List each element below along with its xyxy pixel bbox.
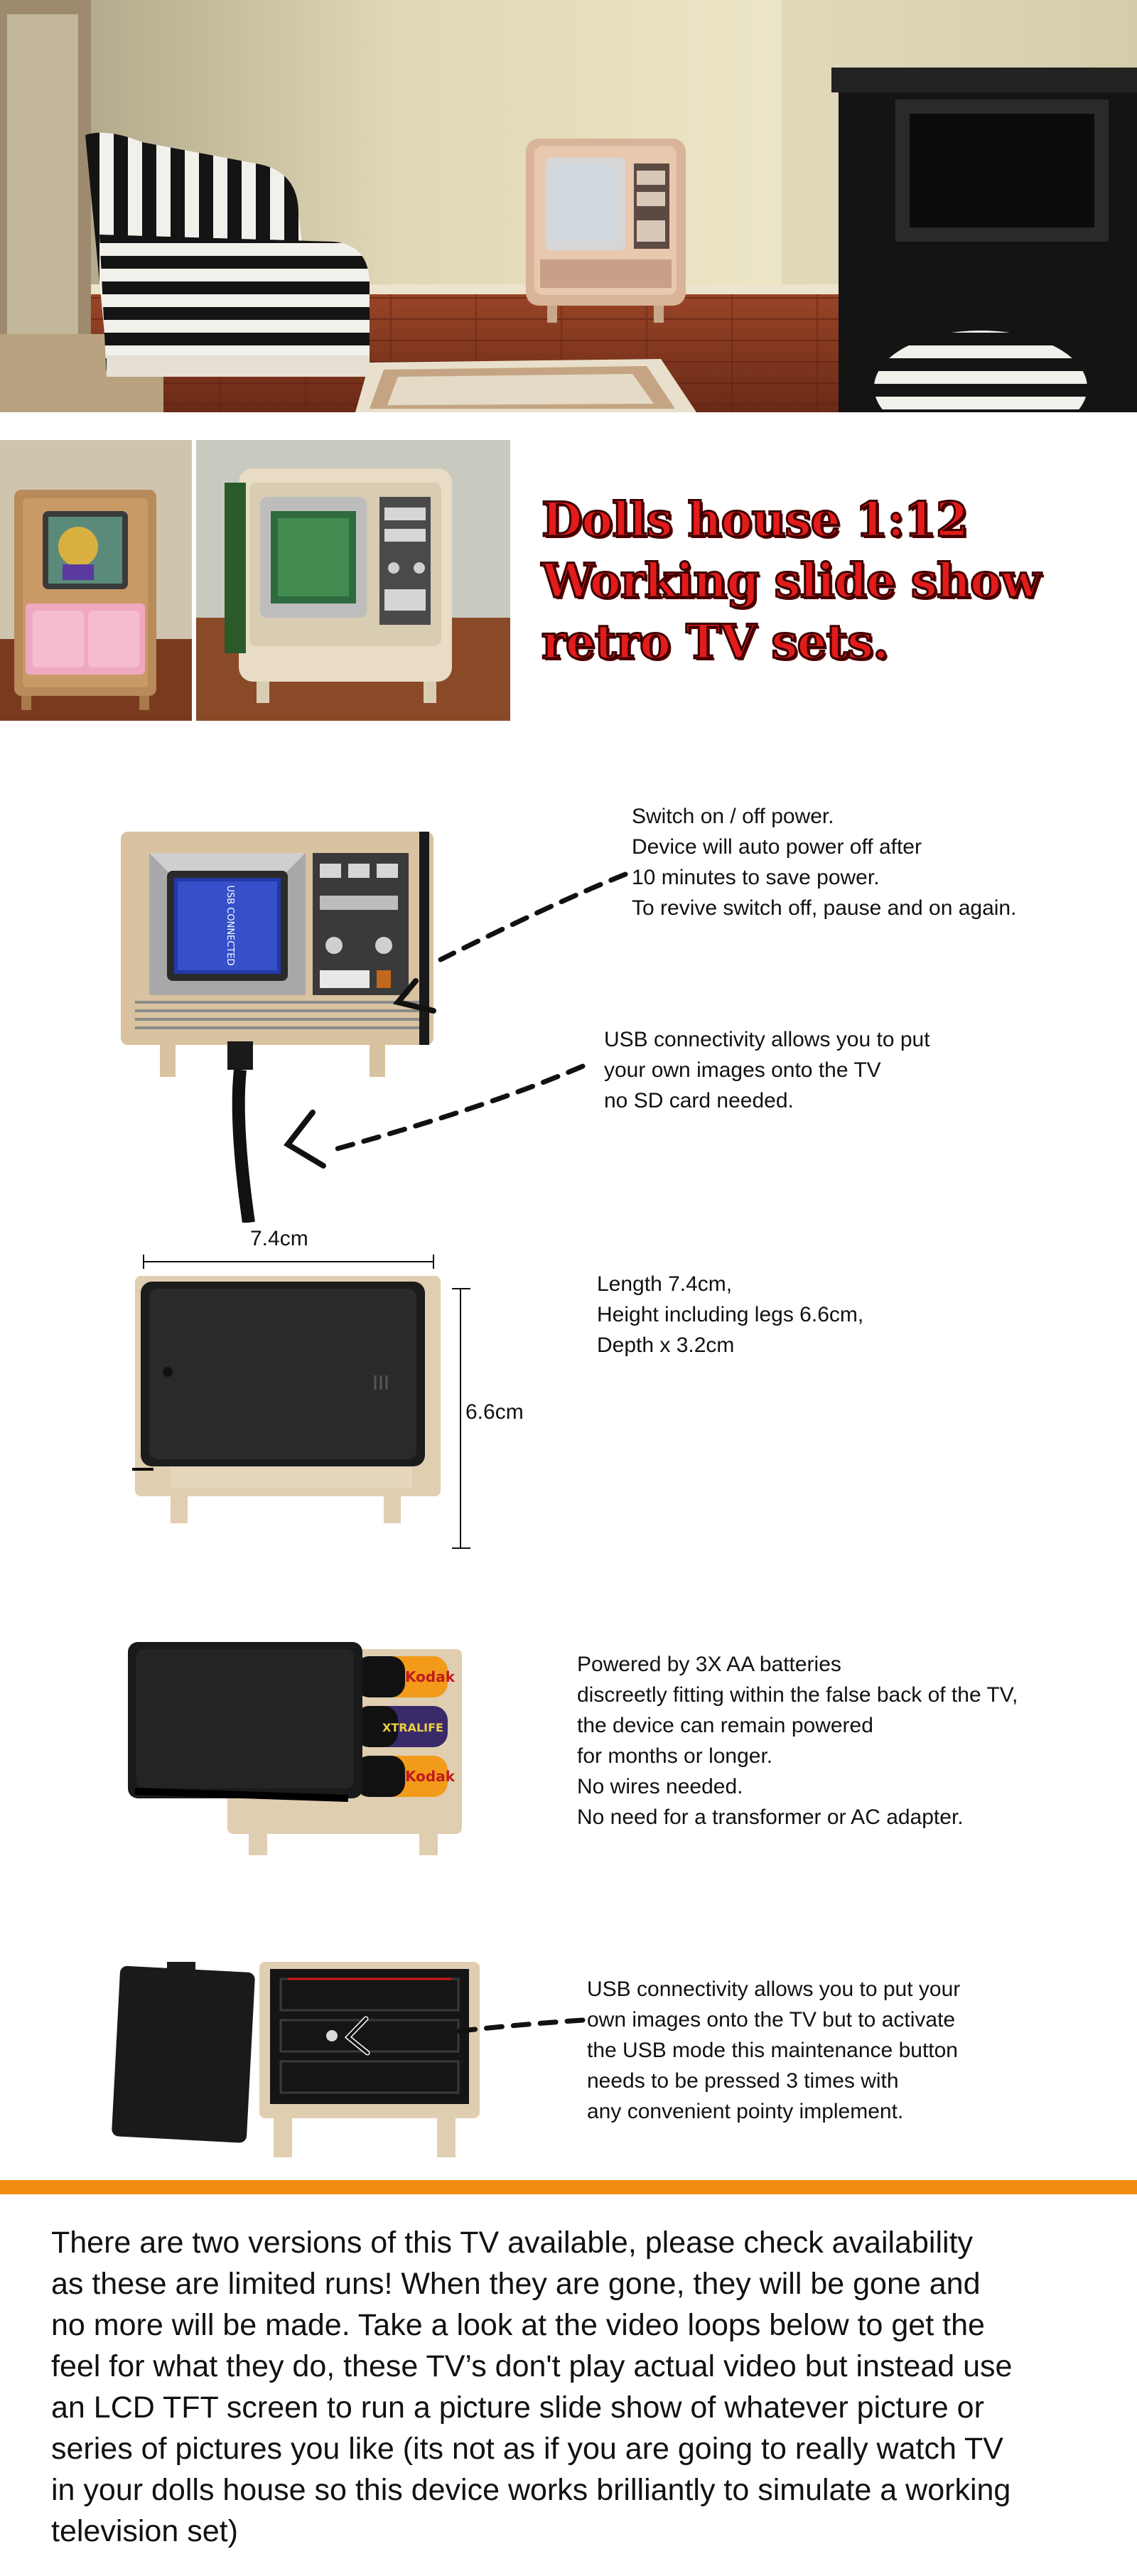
description-line: in your dolls house so this device works…	[51, 2473, 1011, 2507]
note-line: USB connectivity allows you to put your	[587, 1977, 961, 2001]
description-line: an LCD TFT screen to run a picture slide…	[51, 2390, 984, 2425]
height-dimension-label: 6.6cm	[465, 1400, 524, 1424]
battery-brand-1: Kodak	[405, 1668, 456, 1685]
note-line: needs to be pressed 3 times with	[587, 2069, 899, 2093]
note-line: Depth x 3.2cm	[597, 1333, 735, 1357]
note-line: No need for a transformer or AC adapter.	[577, 1805, 964, 1829]
note-line: 10 minutes to save power.	[632, 866, 880, 889]
description-line: no more will be made. Take a look at the…	[51, 2308, 985, 2342]
note-line: any convenient pointy implement.	[587, 2100, 904, 2123]
green-screen-tv-photo	[196, 440, 510, 721]
note-line: Powered by 3X AA batteries	[577, 1653, 841, 1676]
battery-compartment-photo: Kodak XTRALIFE Kodak	[121, 1628, 476, 1855]
usb-pointer-line	[324, 1063, 586, 1154]
note-line: Length 7.4cm,	[597, 1272, 733, 1296]
page-headline: Dolls house 1:12 Working slide show retr…	[541, 489, 1131, 672]
batteries-note: Powered by 3X AA batteries discreetly fi…	[577, 1649, 1018, 1832]
dimensions-note: Length 7.4cm, Height including legs 6.6c…	[597, 1269, 863, 1361]
note-line: for months or longer.	[577, 1744, 773, 1768]
maintenance-note: USB connectivity allows you to put your …	[587, 1974, 960, 2127]
note-line: own images onto the TV but to activate	[587, 2008, 956, 2032]
switch-pointer-line	[438, 871, 628, 962]
width-dimension-label: 7.4cm	[250, 1227, 308, 1250]
headline-line-2: Working slide show	[541, 552, 1042, 610]
tv-back-dimensions-photo	[128, 1255, 497, 1553]
battery-brand-2: XTRALIFE	[382, 1721, 443, 1734]
note-line: your own images onto the TV	[604, 1058, 881, 1082]
orange-divider	[0, 2180, 1137, 2194]
description-line: as these are limited runs! When they are…	[51, 2267, 981, 2301]
note-line: discreetly fitting within the false back…	[577, 1683, 1018, 1707]
note-line: Device will auto power off after	[632, 835, 922, 859]
tv-front-photo: USB CONNECTED	[107, 825, 448, 1223]
note-line: Switch on / off power.	[632, 805, 834, 828]
pink-tv-photo	[0, 440, 192, 721]
note-line: USB connectivity allows you to put	[604, 1028, 930, 1051]
product-description: There are two versions of this TV availa…	[51, 2222, 1117, 2552]
battery-brand-3: Kodak	[405, 1768, 456, 1785]
hero-room-photo	[0, 0, 1137, 412]
description-line: feel for what they do, these TV’s don't …	[51, 2349, 1013, 2383]
note-line: no SD card needed.	[604, 1089, 794, 1112]
description-line: series of pictures you like (its not as …	[51, 2432, 1003, 2466]
note-line: the device can remain powered	[577, 1714, 873, 1737]
maintenance-pointer-line	[452, 2017, 586, 2034]
usb-note: USB connectivity allows you to put your …	[604, 1024, 930, 1116]
description-line: television set)	[51, 2514, 238, 2548]
note-line: Height including legs 6.6cm,	[597, 1303, 864, 1326]
note-line: the USB mode this maintenance button	[587, 2039, 958, 2062]
headline-line-3: retro TV sets.	[541, 613, 890, 671]
note-line: To revive switch off, pause and on again…	[632, 896, 1017, 920]
headline-line-1: Dolls house 1:12	[541, 491, 970, 549]
note-line: No wires needed.	[577, 1775, 743, 1798]
maintenance-button-photo	[110, 1955, 494, 2161]
description-line: There are two versions of this TV availa…	[51, 2226, 974, 2260]
power-switch-note: Switch on / off power. Device will auto …	[632, 801, 1016, 923]
usb-connected-screen-text: USB CONNECTED	[225, 885, 235, 965]
